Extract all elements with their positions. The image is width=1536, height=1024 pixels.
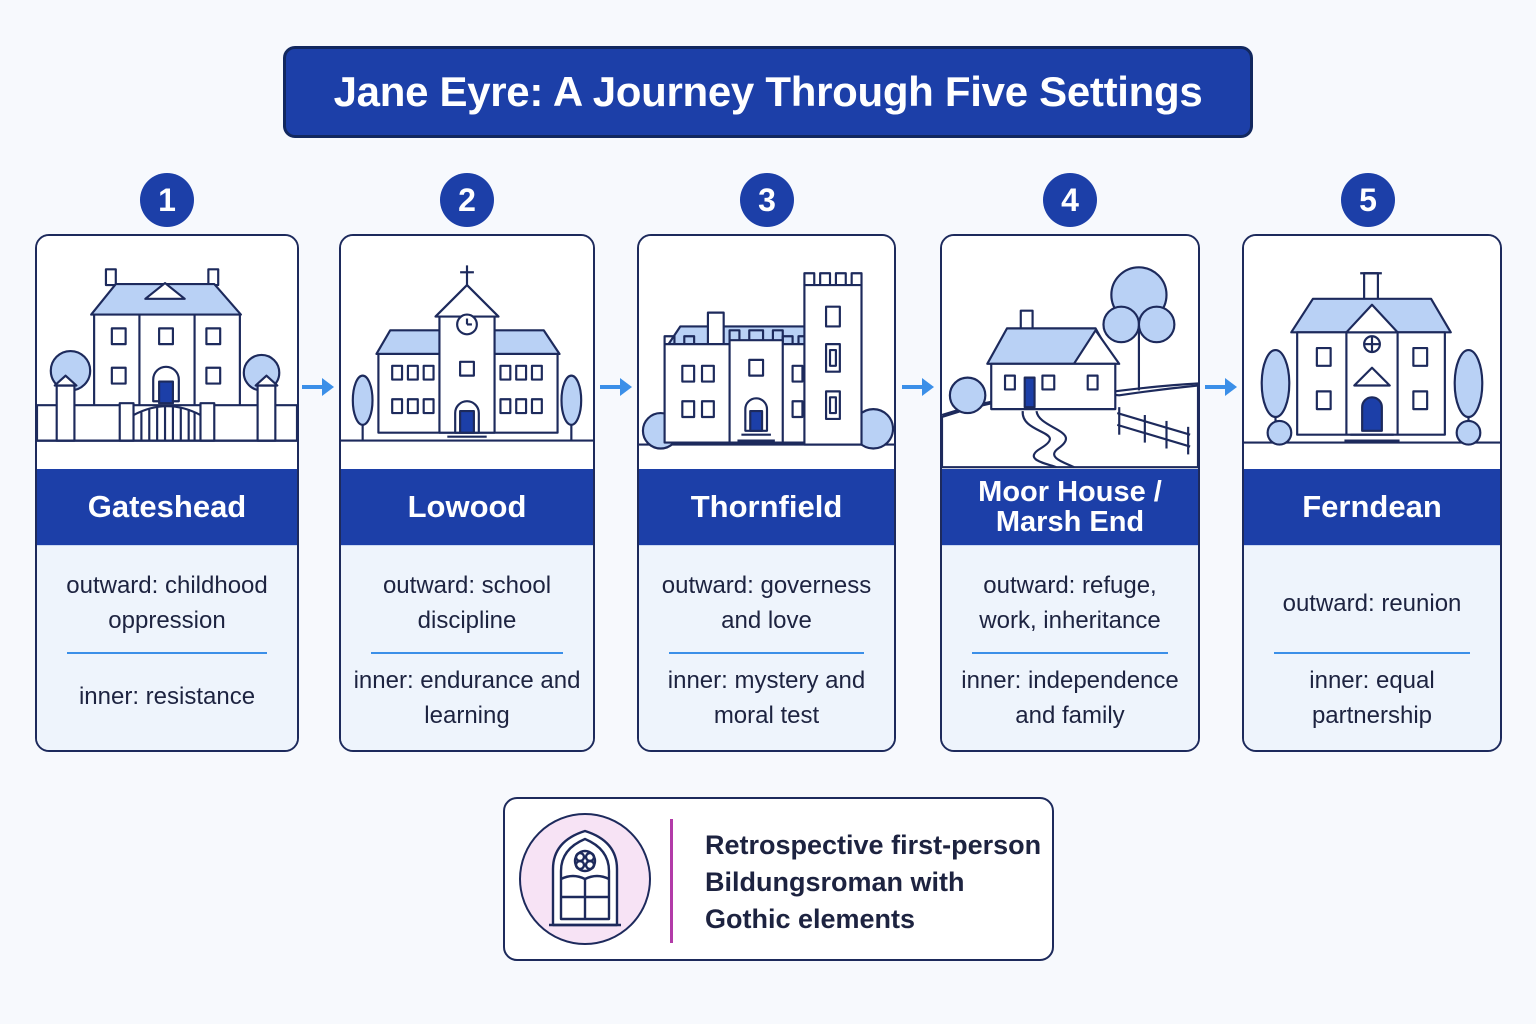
inner-text: inner: equal partnership	[1309, 667, 1435, 729]
stage-details: outward: refuge, work, inheritance inner…	[942, 545, 1198, 750]
page-title: Jane Eyre: A Journey Through Five Settin…	[333, 68, 1203, 115]
arrow-right-icon	[1205, 378, 1237, 396]
stage-card-ferndean: Ferndean outward: reunion inner: equal p…	[1242, 234, 1502, 752]
outward-text: outward: reunion	[1282, 590, 1462, 617]
arrow-right-icon	[302, 378, 334, 396]
inner-text: inner: endurance and learning	[353, 667, 581, 729]
stage-name: Lowood	[341, 469, 593, 545]
divider	[67, 652, 267, 654]
outward-text: outward: school discipline	[382, 572, 552, 634]
narrative-note-box: Retrospective first-person Bildungsroman…	[503, 797, 1054, 961]
gothic-window-icon	[519, 813, 651, 945]
stage-number-1: 1	[140, 173, 194, 227]
stage-card-gateshead: Gateshead outward: childhood oppression …	[35, 234, 299, 752]
inner-text: inner: resistance	[78, 683, 256, 710]
stage-name: Thornfield	[639, 469, 894, 545]
stage-number-5: 5	[1341, 173, 1395, 227]
divider	[371, 652, 563, 654]
arrow-right-icon	[902, 378, 934, 396]
outward-text: outward: childhood oppression	[66, 572, 268, 634]
stage-name: Moor House / Marsh End	[942, 469, 1198, 545]
inner-text: inner: independence and family	[961, 667, 1179, 729]
divider	[669, 652, 864, 654]
stage-details: outward: governess and love inner: myste…	[639, 545, 894, 750]
outward-text: outward: governess and love	[661, 572, 872, 634]
stage-name: Ferndean	[1244, 469, 1500, 545]
stage-number-3: 3	[740, 173, 794, 227]
divider	[972, 652, 1168, 654]
stage-details: outward: childhood oppression inner: res…	[37, 545, 297, 750]
accent-bar	[670, 819, 673, 943]
stage-number-2: 2	[440, 173, 494, 227]
gateshead-mansion-icon	[37, 236, 297, 469]
arrow-right-icon	[600, 378, 632, 396]
divider	[1274, 652, 1470, 654]
stage-name: Gateshead	[37, 469, 297, 545]
moor-house-cottage-icon	[942, 236, 1198, 469]
stage-card-lowood: Lowood outward: school discipline inner:…	[339, 234, 595, 752]
stage-card-thornfield: Thornfield outward: governess and love i…	[637, 234, 896, 752]
thornfield-castle-icon	[639, 236, 894, 469]
stage-details: outward: school discipline inner: endura…	[341, 545, 593, 750]
stage-card-moor-house: Moor House / Marsh End outward: refuge, …	[940, 234, 1200, 752]
stage-details: outward: reunion inner: equal partnershi…	[1244, 545, 1500, 750]
inner-text: inner: mystery and moral test	[667, 667, 866, 729]
stage-number-4: 4	[1043, 173, 1097, 227]
outward-text: outward: refuge, work, inheritance	[979, 572, 1161, 634]
lowood-school-icon	[341, 236, 593, 469]
ferndean-manor-icon	[1244, 236, 1500, 469]
title-banner: Jane Eyre: A Journey Through Five Settin…	[283, 46, 1253, 138]
narrative-note-text: Retrospective first-person Bildungsroman…	[705, 830, 1042, 934]
